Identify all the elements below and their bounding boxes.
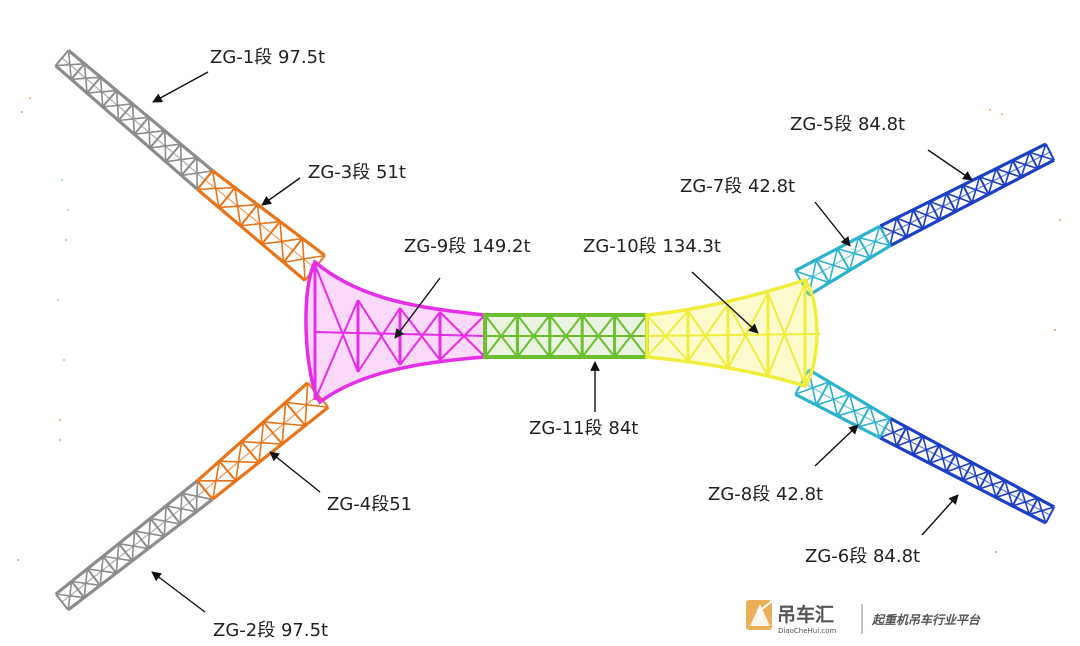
segment-label-zg2: ZG-2段 97.5t (213, 620, 328, 641)
truss-member-zg5 (879, 142, 1055, 248)
segment-label-zg11: ZG-11段 84t (529, 418, 638, 439)
background-speckles (17, 97, 1061, 561)
leader-arrow-zg8 (814, 424, 859, 467)
segment-label-zg1: ZG-1段 97.5t (210, 47, 325, 68)
truss-member-zg7 (794, 225, 892, 297)
truss-member-zg9 (304, 259, 487, 405)
segment-label-zg6: ZG-6段 84.8t (805, 546, 920, 567)
segment-label-zg7: ZG-7段 42.8t (680, 176, 795, 197)
watermark-name: 吊车汇 (777, 603, 834, 626)
background-speckles-cyan (57, 179, 69, 441)
leader-arrow-zg7 (814, 201, 851, 247)
segment-label-zg3: ZG-3段 51t (308, 162, 406, 183)
truss-member-zg10 (645, 277, 821, 389)
truss-member-zg1 (54, 49, 214, 191)
leader-arrow-zg6 (921, 494, 959, 536)
truss-member-zg8 (794, 368, 892, 440)
segment-label-zg5: ZG-5段 84.8t (790, 114, 905, 135)
watermark: 吊车汇 DiaoCheHui.com 起重机吊车行业平台 (746, 597, 981, 635)
leader-arrow-zg5 (927, 149, 973, 181)
leader-arrow-zg2 (151, 571, 206, 613)
segment-label-zg8: ZG-8段 42.8t (708, 484, 823, 505)
leader-arrow-zg9 (394, 277, 441, 339)
leader-arrow-zg3 (261, 177, 301, 206)
leader-arrow-zg4 (269, 451, 321, 493)
truss-member-zg4 (196, 381, 330, 501)
segment-label-zg4: ZG-4段51 (327, 494, 412, 515)
truss-member-zg6 (878, 416, 1056, 525)
leader-arrow-zg10 (691, 271, 759, 334)
watermark-slogan: 起重机吊车行业平台 (871, 613, 981, 627)
truss-member-zg11 (483, 313, 649, 359)
truss-member-zg3 (196, 169, 326, 282)
crane-logo-icon (746, 597, 777, 630)
segment-label-zg9: ZG-9段 149.2t (404, 236, 531, 257)
leader-arrows (151, 71, 973, 613)
watermark-site: DiaoCheHui.com (778, 627, 837, 635)
leader-arrow-zg1 (152, 71, 209, 103)
truss-member-zg2 (54, 479, 214, 612)
segment-label-zg10: ZG-10段 134.3t (583, 236, 721, 257)
